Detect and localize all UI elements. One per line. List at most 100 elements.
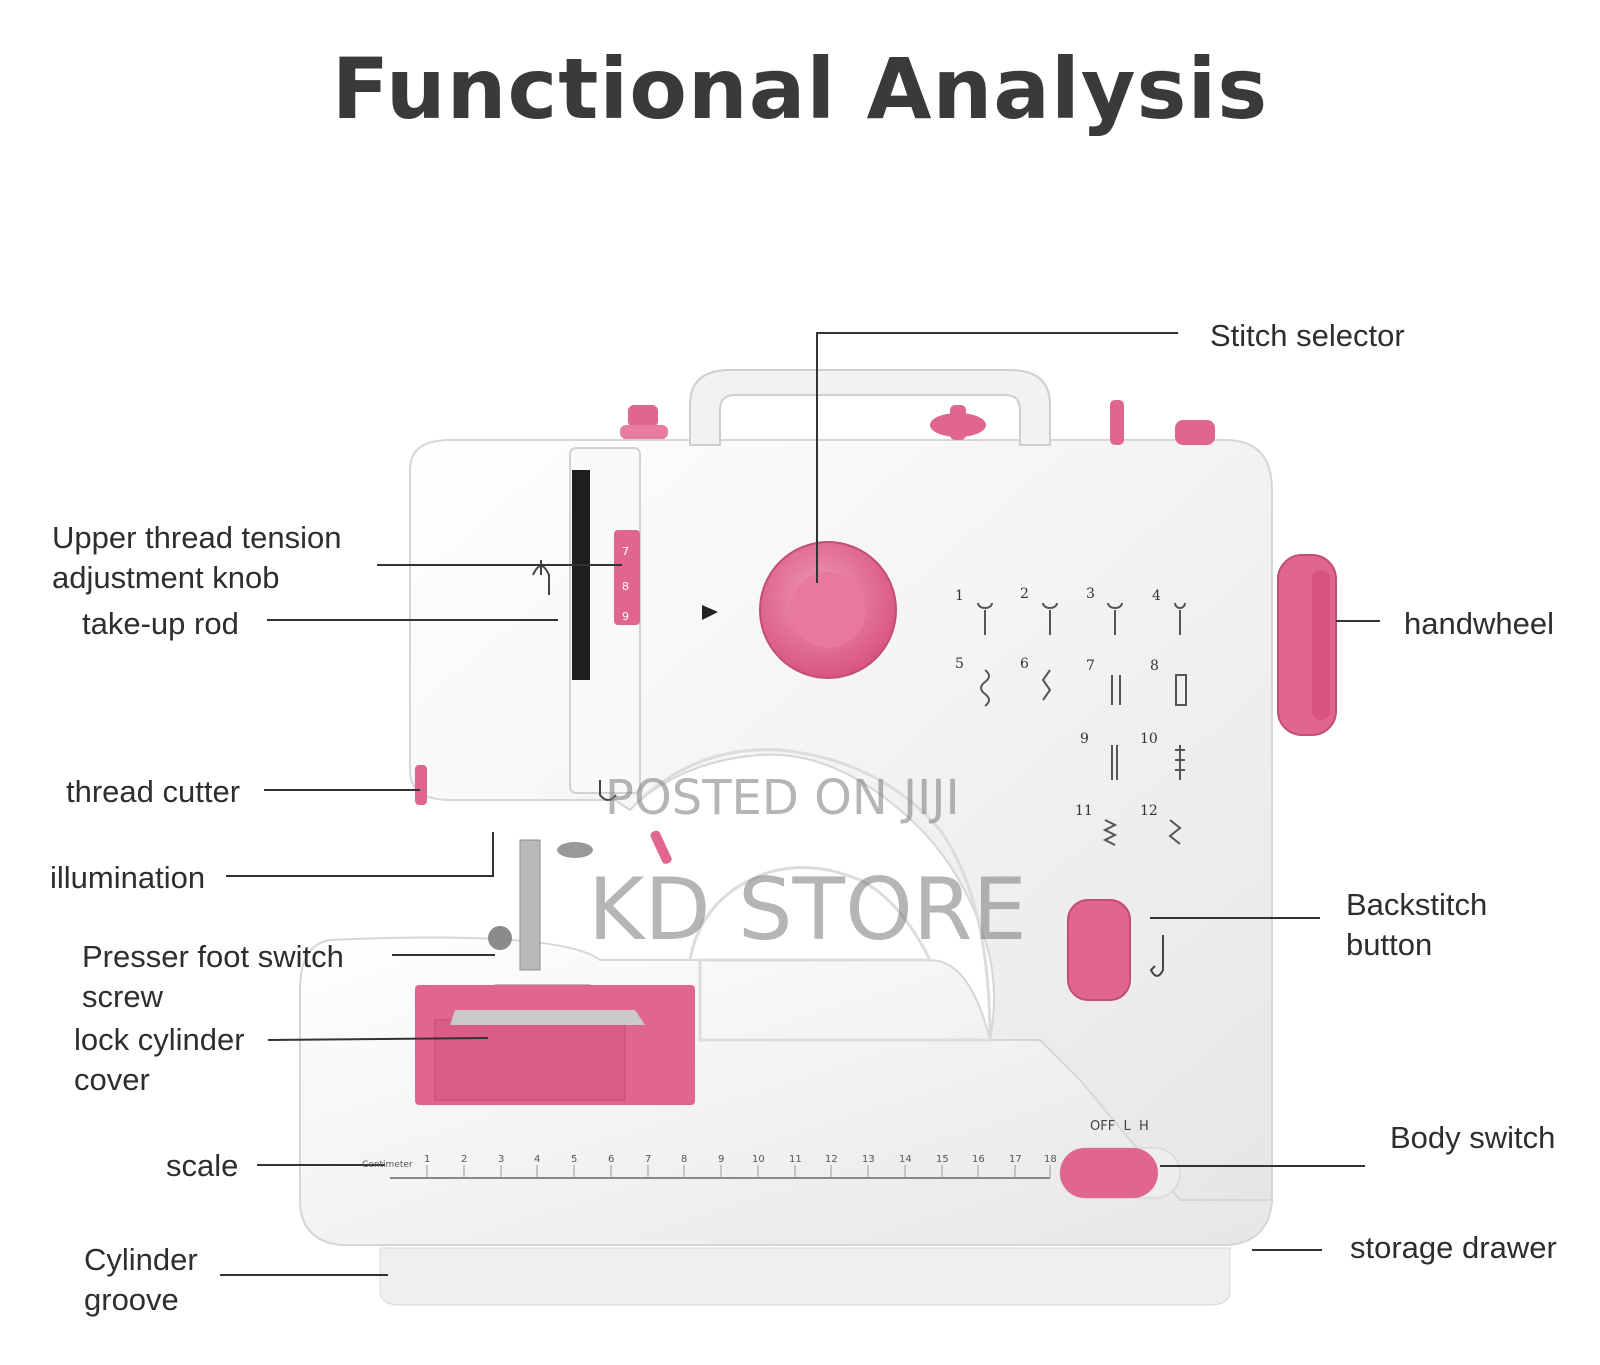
- ruler-label: Centimeter: [362, 1160, 413, 1170]
- spool-pin-right-2: [1175, 420, 1215, 445]
- handwheel-grip: [1312, 570, 1330, 720]
- body-switch: [1060, 1148, 1158, 1198]
- arm-opening: [638, 748, 992, 1042]
- ruler-number-18: 18: [1044, 1154, 1057, 1165]
- stitch-pattern-7: [1111, 675, 1121, 705]
- tension-number-8: 8: [622, 580, 629, 593]
- stitch-number-9: 9: [1080, 731, 1089, 747]
- spool-pin-left: [628, 405, 658, 427]
- ruler-number-9: 9: [718, 1154, 724, 1165]
- stitch-number-4: 4: [1152, 588, 1161, 604]
- ruler-number-1: 1: [424, 1154, 430, 1165]
- label-scale: scale: [166, 1148, 239, 1183]
- label-cylinder-groove-line2: groove: [84, 1282, 179, 1317]
- spool-pin-right: [1110, 400, 1124, 445]
- stitch-number-7: 7: [1086, 658, 1095, 674]
- ruler-number-16: 16: [972, 1154, 985, 1165]
- stitch-number-11: 11: [1075, 803, 1093, 819]
- ruler-number-13: 13: [862, 1154, 875, 1165]
- switch-label: OFF L H: [1090, 1119, 1149, 1134]
- stitch-pattern-11: [1102, 819, 1118, 846]
- presser-lever: [650, 830, 672, 864]
- needle-clamp-screw: [557, 842, 593, 858]
- needle-guide-icon: [599, 780, 617, 801]
- label-thread-cutter: thread cutter: [66, 774, 241, 809]
- ruler-number-17: 17: [1009, 1154, 1022, 1165]
- ruler-number-8: 8: [681, 1154, 687, 1165]
- machine-bottom: [379, 1247, 1231, 1306]
- scale-tick-marks: [426, 1165, 1051, 1178]
- ruler-number-6: 6: [608, 1154, 614, 1165]
- ruler-number-5: 5: [571, 1154, 577, 1165]
- stitch-number-10: 10: [1140, 731, 1158, 747]
- label-backstitch-line2: button: [1346, 927, 1433, 962]
- label-presser-foot-line2: screw: [82, 979, 163, 1014]
- scale-ticks: [426, 1165, 1051, 1178]
- stitch-pattern-3: [1107, 602, 1123, 635]
- stitch-pattern-1: [977, 602, 993, 635]
- leader-lock-cylinder: [267, 1037, 489, 1041]
- watermark-store: KD STORE: [588, 860, 1027, 960]
- ruler-number-3: 3: [498, 1154, 504, 1165]
- ruler-number-4: 4: [534, 1154, 540, 1165]
- stitch-pattern-6: [1041, 669, 1052, 701]
- needle-plate-metal: [450, 1010, 645, 1025]
- stitch-number-3: 3: [1086, 586, 1095, 602]
- label-presser-foot-line1: Presser foot switch: [82, 939, 344, 974]
- stitch-selector-center: [790, 572, 866, 648]
- label-cylinder-groove-line1: Cylinder: [84, 1242, 198, 1277]
- bobbin-cover: [434, 1019, 626, 1101]
- stitch-pattern-12: [1168, 819, 1182, 845]
- stitch-pattern-4: [1174, 602, 1186, 635]
- leader-illumination: [226, 832, 494, 877]
- label-illumination: illumination: [50, 860, 206, 895]
- thread-cutter: [415, 765, 427, 805]
- dial-pointer-icon: [702, 605, 718, 620]
- take-up-slot: [572, 470, 590, 680]
- carry-handle: [689, 369, 1051, 446]
- stitch-pattern-8: [1175, 674, 1187, 706]
- label-stitch-selector: Stitch selector: [1210, 318, 1405, 353]
- label-storage-drawer: storage drawer: [1350, 1230, 1557, 1265]
- ruler-number-12: 12: [825, 1154, 838, 1165]
- bobbin-winder-post: [950, 405, 966, 440]
- label-body-switch: Body switch: [1390, 1120, 1556, 1155]
- tension-knob: [614, 530, 640, 625]
- needle-bar: [519, 839, 541, 971]
- stitch-pattern-2: [1042, 602, 1058, 635]
- stitch-pattern-chart: [977, 602, 1187, 846]
- label-lock-cylinder-line2: cover: [74, 1062, 150, 1097]
- label-take-up-rod: take-up rod: [82, 606, 239, 641]
- label-handwheel: handwheel: [1404, 606, 1554, 641]
- label-upper-thread-tension-line2: adjustment knob: [52, 560, 280, 595]
- watermark-posted: POSTED ON JIJI: [605, 770, 960, 826]
- label-lock-cylinder-line1: lock cylinder: [74, 1022, 245, 1057]
- stitch-number-12: 12: [1140, 803, 1158, 819]
- backstitch-button: [1067, 899, 1131, 1001]
- stitch-number-6: 6: [1020, 656, 1029, 672]
- ruler-number-2: 2: [461, 1154, 467, 1165]
- leader-stitch-selector: [816, 332, 1178, 583]
- backstitch-icon: [1149, 935, 1164, 977]
- ruler-number-15: 15: [936, 1154, 949, 1165]
- stitch-number-5: 5: [955, 656, 964, 672]
- stitch-pattern-5: [980, 669, 990, 707]
- thread-guide-icon: [532, 560, 550, 595]
- tension-number-7: 7: [622, 545, 629, 558]
- tension-number-9: 9: [622, 610, 629, 623]
- stitch-pattern-9: [1111, 745, 1118, 780]
- presser-foot-screw: [488, 926, 512, 950]
- ruler-number-11: 11: [789, 1154, 802, 1165]
- ruler-number-14: 14: [899, 1154, 912, 1165]
- stitch-number-2: 2: [1020, 586, 1029, 602]
- label-backstitch-line1: Backstitch: [1346, 887, 1488, 922]
- stitch-number-1: 1: [955, 588, 964, 604]
- ruler-number-10: 10: [752, 1154, 765, 1165]
- label-upper-thread-tension-line1: Upper thread tension: [52, 520, 342, 555]
- ruler-number-7: 7: [645, 1154, 651, 1165]
- stitch-number-8: 8: [1150, 658, 1159, 674]
- page-title: Functional Analysis: [331, 40, 1269, 138]
- spool-pin-left-base: [620, 425, 668, 439]
- stitch-pattern-10: [1175, 745, 1185, 780]
